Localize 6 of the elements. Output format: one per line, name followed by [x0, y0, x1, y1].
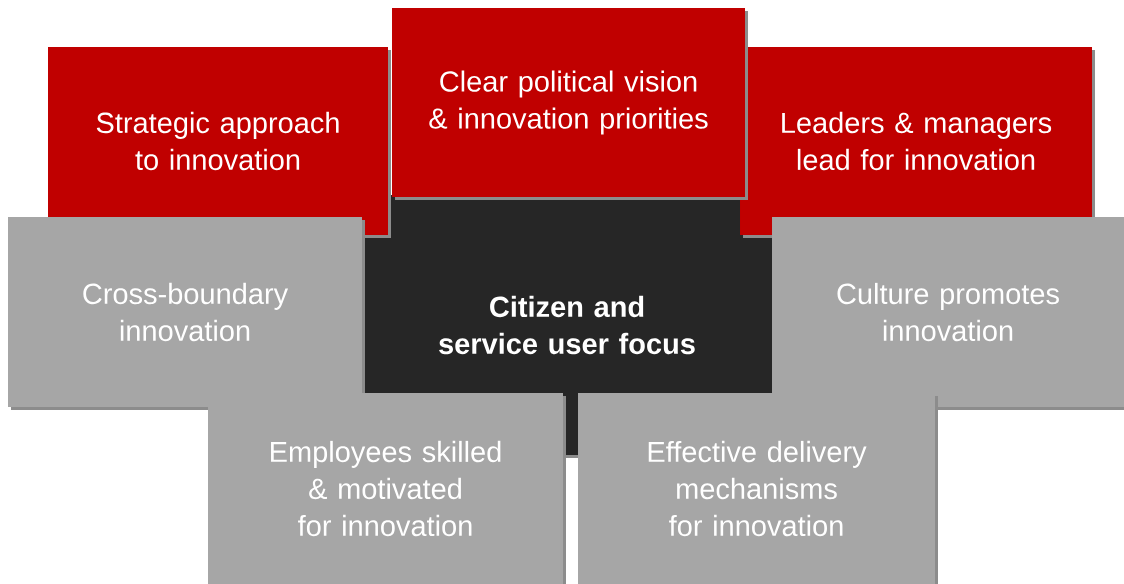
text-box: Clear political vision & innovation priorities	[392, 8, 748, 200]
text-box: Cross-boundary innovation	[8, 217, 365, 410]
text-box: Strategic approach to innovation	[48, 47, 391, 238]
text-box: Effective delivery mechanisms for innovation	[578, 393, 938, 584]
text-box: Employees skilled & motivated for innovation	[208, 393, 566, 584]
text-box: Culture promotes innovation	[772, 217, 1124, 410]
